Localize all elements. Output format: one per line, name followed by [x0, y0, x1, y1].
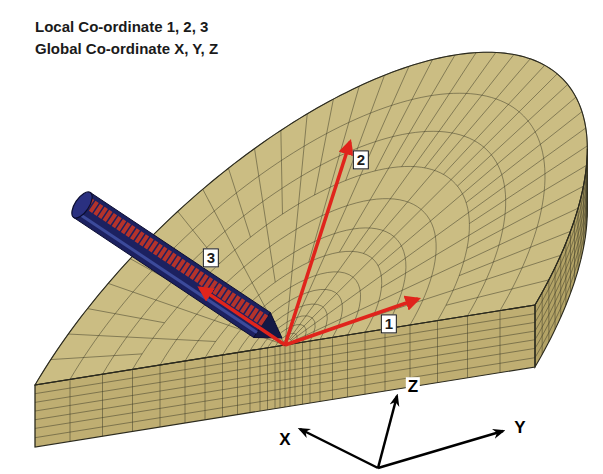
side-face [535, 149, 587, 367]
global-axis-y [378, 431, 503, 468]
mesh-line [346, 75, 385, 180]
legend-heading: Global Co-ordinate X, Y, Z [35, 40, 218, 57]
mesh-line [287, 66, 409, 339]
front-face [35, 305, 535, 447]
axis-letter: X [277, 430, 292, 450]
mesh-line [535, 166, 587, 322]
mesh-line [535, 192, 587, 348]
tool-end [68, 189, 96, 222]
axis-number: 3 [203, 248, 219, 267]
mesh-line [555, 267, 556, 329]
axis-number: 2 [353, 150, 369, 169]
mesh-line [565, 243, 566, 305]
mesh-line [581, 197, 582, 259]
mesh-line [35, 340, 535, 420]
mesh-line [574, 220, 575, 282]
mesh-line [381, 165, 586, 287]
mesh-line [363, 59, 530, 254]
mesh-line [548, 280, 549, 342]
mesh-line [35, 348, 535, 428]
mesh-line [446, 280, 549, 305]
mesh-line [68, 334, 215, 341]
mesh-line [228, 168, 250, 237]
mesh-line [51, 354, 142, 360]
mesh-line [570, 231, 571, 293]
axis-letter: Z [406, 377, 420, 397]
mesh-line [309, 86, 359, 262]
mesh-line [255, 149, 276, 283]
mesh-line [402, 53, 477, 167]
mesh-line [583, 186, 584, 248]
mesh-line [535, 202, 587, 358]
mesh-line [35, 314, 535, 394]
face-outline [535, 149, 587, 367]
mesh-line [467, 186, 583, 248]
mesh-line [281, 130, 283, 214]
mesh-line [35, 322, 535, 402]
axis-letter: Y [512, 418, 527, 438]
mesh-line [88, 309, 165, 323]
mesh-line [70, 93, 545, 379]
mesh-line [339, 55, 455, 252]
mesh-line [378, 97, 576, 266]
mesh-line [585, 176, 586, 238]
mesh-line [291, 128, 586, 341]
mesh-line [578, 208, 579, 270]
mesh-line [542, 292, 543, 354]
mesh-line [469, 146, 587, 224]
tool-highlight [77, 213, 257, 333]
local-axis-1 [285, 299, 418, 345]
mesh-line [443, 65, 544, 174]
local-axis-3 [200, 288, 285, 345]
axis-number: 1 [381, 314, 397, 333]
tool-stripe [85, 201, 265, 321]
legend-heading: Local Co-ordinate 1, 2, 3 [35, 18, 208, 35]
mesh-line [560, 255, 561, 317]
face-outline [35, 305, 535, 447]
mesh-line [375, 60, 433, 171]
mesh-line [315, 99, 334, 195]
mesh-line [373, 255, 560, 316]
global-axis-x [300, 429, 378, 468]
global-axis-z [378, 396, 397, 468]
mesh-line [35, 358, 535, 438]
mesh-line [289, 52, 496, 339]
face-outline [35, 52, 587, 385]
mesh-line [466, 112, 582, 203]
mesh-line [35, 52, 587, 385]
local-axis-2 [285, 142, 350, 345]
